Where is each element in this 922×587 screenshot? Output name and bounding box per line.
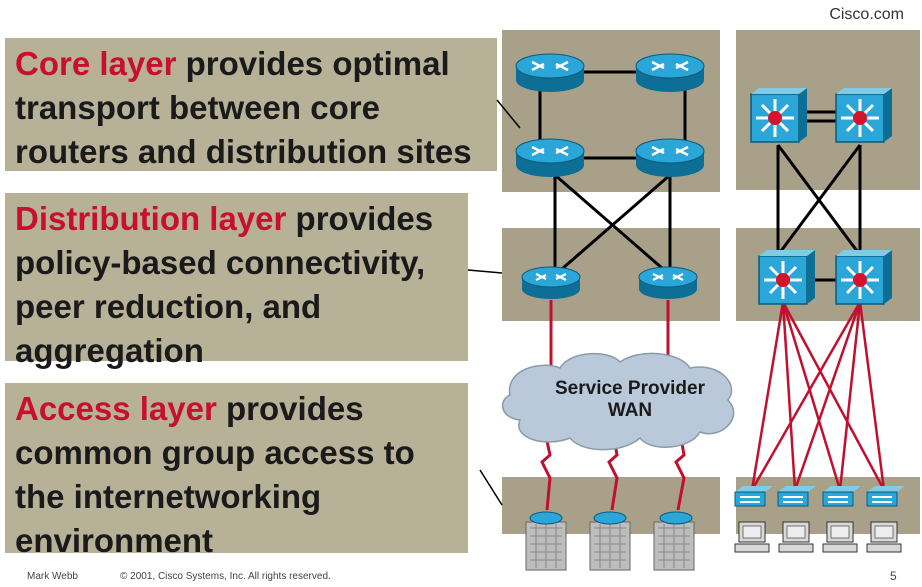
core-layer-highlight: Core layer: [15, 45, 177, 82]
distribution-layer-line2: policy-based connectivity,: [15, 244, 426, 281]
distribution-layer-line3: peer reduction, and: [15, 288, 322, 325]
core-layer-text: Core layer provides optimal transport be…: [5, 38, 472, 174]
distribution-layer-line1: provides: [286, 200, 434, 237]
distribution-router-1-icon: [520, 265, 582, 301]
wan-links-left: [540, 300, 686, 511]
page-number: 5: [890, 569, 897, 583]
pc-2-icon: [778, 521, 814, 553]
core-layer-box: Core layer provides optimal transport be…: [5, 38, 497, 171]
core-layer-line1: provides optimal: [176, 45, 450, 82]
pointer-line-core: [496, 99, 521, 129]
access-layer-box: Access layer provides common group acces…: [5, 383, 468, 559]
access-links-right: [750, 301, 886, 491]
pc-3-icon: [822, 521, 858, 553]
access-layer-line4: environment: [15, 522, 214, 559]
distribution-switch-1-icon: [757, 248, 817, 306]
wan-cloud: [501, 352, 735, 451]
access-layer-line2: common group access to: [15, 434, 415, 471]
title-strip: a unique function: [0, 0, 922, 30]
pc-1-icon: [734, 521, 770, 553]
core-router-2-icon: [634, 52, 706, 94]
access-layer-line3: the internetworking: [15, 478, 322, 515]
pointer-line-distribution: [467, 269, 503, 274]
pointer-line-access: [479, 469, 503, 506]
wan-label-line2: WAN: [607, 400, 653, 421]
core-layer-line2: transport between core: [15, 89, 380, 126]
wan-label: Service Provider WAN: [520, 378, 740, 422]
distribution-layer-text: Distribution layer provides policy-based…: [5, 193, 433, 373]
brand-label: Cisco.com: [829, 6, 904, 23]
distribution-switch-2-icon: [834, 248, 894, 306]
pc-4-icon: [866, 521, 902, 553]
core-router-4-icon: [634, 137, 706, 179]
core-links-right: [776, 110, 862, 282]
footer-copyright: © 2001, Cisco Systems, Inc. All rights r…: [120, 571, 331, 582]
distribution-layer-line4: aggregation: [15, 332, 204, 369]
core-switch-2-icon: [834, 86, 894, 144]
access-layer-highlight: Access layer: [15, 390, 217, 427]
access-building-1-icon: [525, 521, 567, 571]
wan-label-line1: Service Provider: [555, 378, 705, 399]
slide-title: a unique function: [18, 0, 401, 24]
access-routers-left: [529, 511, 693, 525]
distribution-layer-highlight: Distribution layer: [15, 200, 287, 237]
core-router-3-icon: [514, 137, 586, 179]
core-router-1-icon: [514, 52, 586, 94]
access-layer-text: Access layer provides common group acces…: [5, 383, 415, 563]
core-switch-1-icon: [749, 86, 809, 144]
distribution-router-2-icon: [637, 265, 699, 301]
access-building-2-icon: [589, 521, 631, 571]
access-layer-line1: provides: [216, 390, 364, 427]
access-building-3-icon: [653, 521, 695, 571]
core-layer-line3: routers and distribution sites: [15, 133, 472, 170]
distribution-layer-box: Distribution layer provides policy-based…: [5, 193, 468, 369]
footer-author: Mark Webb: [27, 571, 78, 582]
